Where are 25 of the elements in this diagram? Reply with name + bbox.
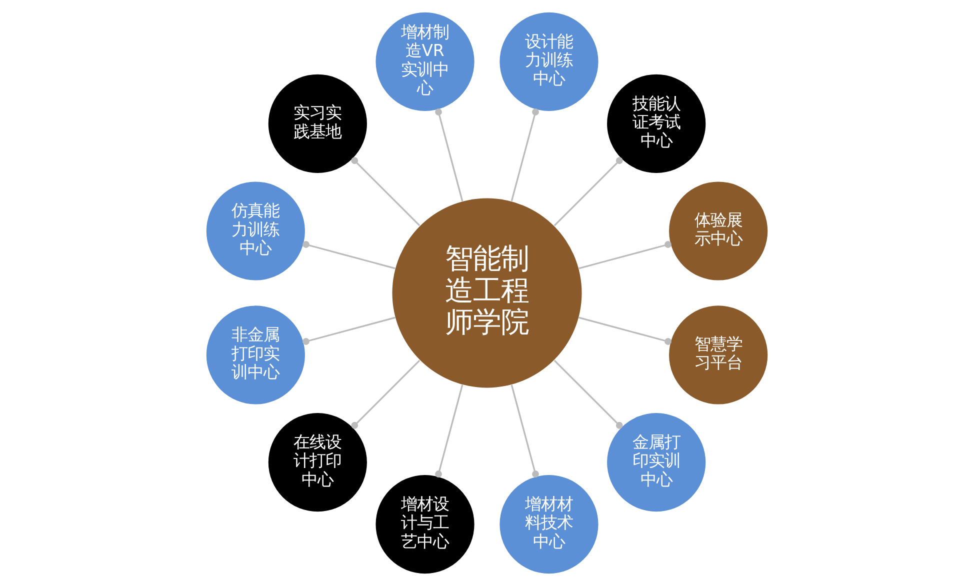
connector	[302, 316, 396, 345]
connector	[351, 360, 420, 429]
connector	[578, 316, 672, 345]
connector	[302, 241, 396, 270]
connector	[510, 384, 539, 478]
node-circle: 增材制造VR实训中心	[376, 12, 474, 111]
node-circle: 增材设计与工艺中心	[376, 475, 474, 574]
node-circle: 实习实践基地	[268, 74, 367, 173]
node-circle: 技能认证考试中心	[607, 74, 706, 173]
node-circle: 仿真能力训练中心	[206, 182, 305, 280]
node-circle: 金属打印实训中心	[607, 413, 706, 512]
connector	[435, 384, 464, 478]
connector	[554, 360, 623, 429]
node-circle: 在线设计打印中心	[268, 413, 367, 512]
node-circle: 非金属打印实训中心	[206, 306, 305, 404]
connector	[510, 108, 539, 202]
node-circle: 设计能力训练中心	[500, 12, 598, 111]
connector	[554, 157, 623, 226]
node-circle: 体验展示中心	[669, 182, 768, 280]
connector	[351, 157, 420, 226]
connector	[435, 108, 464, 202]
node-circle: 增材材料技术中心	[500, 475, 598, 574]
connector	[578, 241, 672, 270]
node-circle: 智能制造工程师学院	[392, 198, 582, 388]
node-circle: 智慧学习平台	[669, 306, 768, 404]
